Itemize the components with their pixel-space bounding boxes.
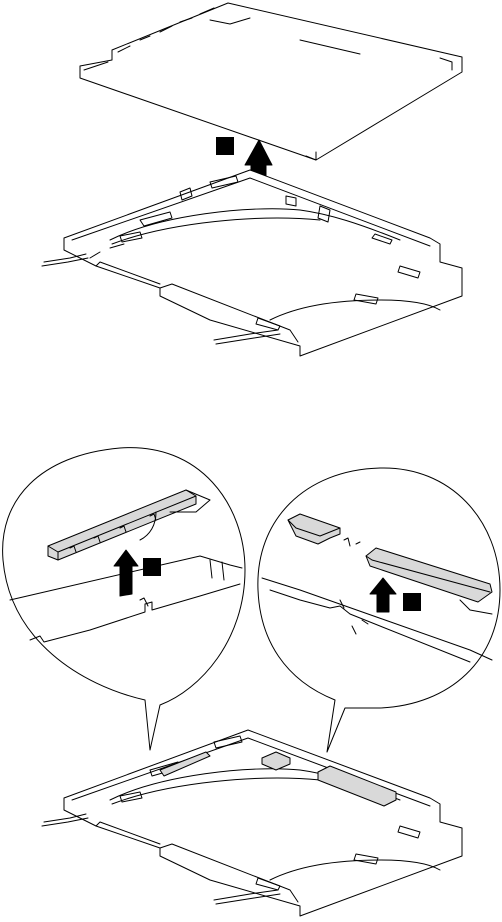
lcd-rear-cover-top — [42, 170, 462, 356]
zoom-circle-left — [3, 448, 245, 750]
step-badge-1 — [216, 137, 234, 155]
step-badge-2 — [143, 558, 161, 576]
lcd-rear-cover-bottom — [42, 730, 462, 916]
zoom-circle-right — [258, 468, 500, 752]
step-badge-3 — [403, 593, 421, 611]
lcd-shield-plate — [80, 3, 462, 160]
